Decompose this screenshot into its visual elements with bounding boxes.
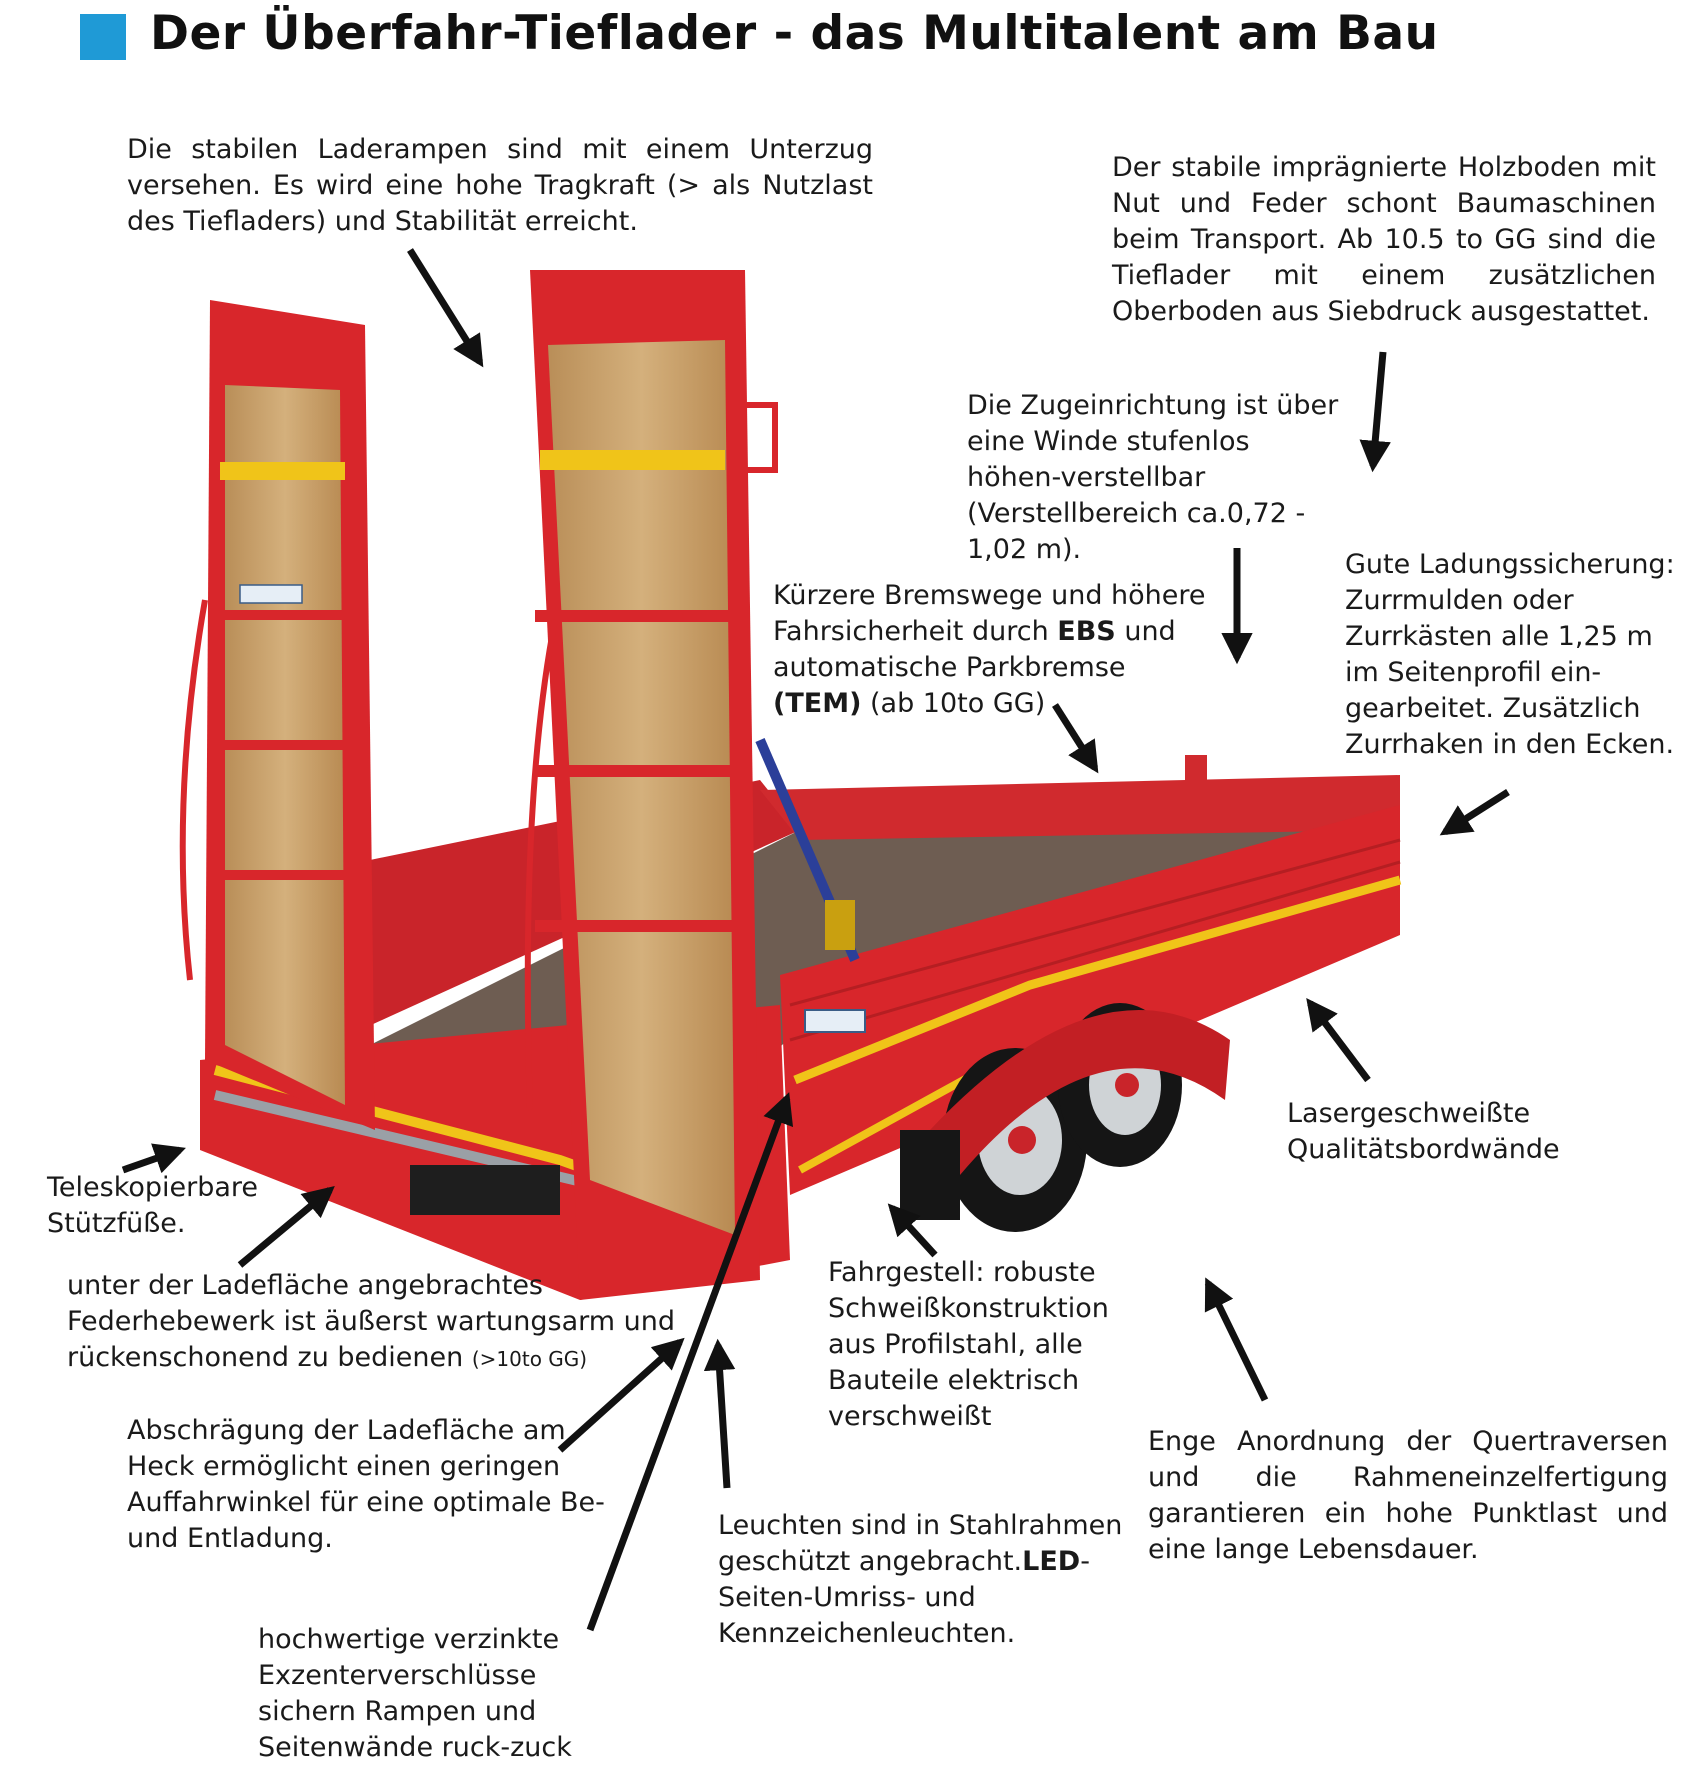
side-stripe [793, 875, 1402, 1085]
note-brakes: Kürzere Bremswege und höhere Fahrsicherh… [773, 578, 1213, 722]
brakes-text-post: (ab 10to GG) [861, 688, 1046, 719]
note-ramps: Die stabilen Laderampen sind mit einem U… [127, 134, 873, 237]
front-stake [1185, 755, 1207, 800]
lights-led: LED [1022, 1546, 1081, 1577]
arrow-chassis [887, 1203, 938, 1258]
note-lights: Leuchten sind in Stahlrahmen geschützt a… [718, 1508, 1138, 1652]
note-laser: Lasergeschweißte Qualitätsbordwände [1287, 1098, 1560, 1165]
brakes-text-pre: Kürzere Bremswege und höhere Fahrsicherh… [773, 580, 1206, 647]
arrow-spring [237, 1185, 335, 1268]
arrow-brakes [1052, 703, 1099, 774]
brakes-text-mid: und automatische Parkbremse [773, 616, 1176, 683]
page-title: Der Überfahr-Tieflader - das Multitalent… [150, 6, 1439, 61]
note-chassis: Fahrgestell: robuste Schweißkonstruktion… [828, 1257, 1109, 1432]
title-accent-square [80, 14, 126, 60]
arrow-laser [1306, 997, 1371, 1083]
brakes-ebs: EBS [1057, 616, 1116, 647]
note-floor: Der stabile imprägnierte Holzboden mit N… [1112, 152, 1656, 327]
brakes-tem: (TEM) [773, 688, 862, 719]
note-hitch: Die Zugeinrichtung ist über eine Winde s… [967, 390, 1339, 565]
rear-light-box [410, 1165, 560, 1215]
note-locks: hochwertige verzinkte Exzenterverschlüss… [258, 1624, 572, 1763]
arrow-bevel [557, 1337, 685, 1453]
spring-text: unter der Ladefläche angebrachtes Federh… [67, 1270, 676, 1373]
arrow-locks [586, 1092, 794, 1632]
arrow-lights [703, 1338, 736, 1489]
lights-text-pre: Leuchten sind in Stahlrahmen geschützt a… [718, 1510, 1123, 1577]
arrow-ramps [407, 248, 484, 368]
note-supports: Teleskopierbare Stützfüße. [47, 1172, 259, 1239]
arrow-securing [1439, 789, 1510, 836]
right-ramp-wood [548, 340, 735, 1235]
mud-flap [900, 1130, 960, 1220]
manufacturer-plate [804, 1009, 866, 1033]
note-bevel: Abschrägung der Ladefläche am Heck ermög… [127, 1415, 605, 1554]
note-securing: Gute Ladungssicherung: Zurrmulden oder Z… [1345, 549, 1675, 760]
lights-text-post: -Seiten-Umriss- und Kennzeichenleuchten. [718, 1546, 1090, 1649]
note-spring: unter der Ladefläche angebrachtes Federh… [67, 1268, 677, 1377]
mudguard [930, 1010, 1230, 1175]
front-wall [760, 775, 1400, 840]
note-cross: Enge Anordnung der Quertraversen und die… [1148, 1426, 1668, 1565]
arrow-cross [1204, 1277, 1269, 1402]
arrow-floor [1359, 351, 1391, 473]
arrow-supports [121, 1143, 186, 1174]
spring-text-small: (>10to GG) [471, 1347, 588, 1371]
